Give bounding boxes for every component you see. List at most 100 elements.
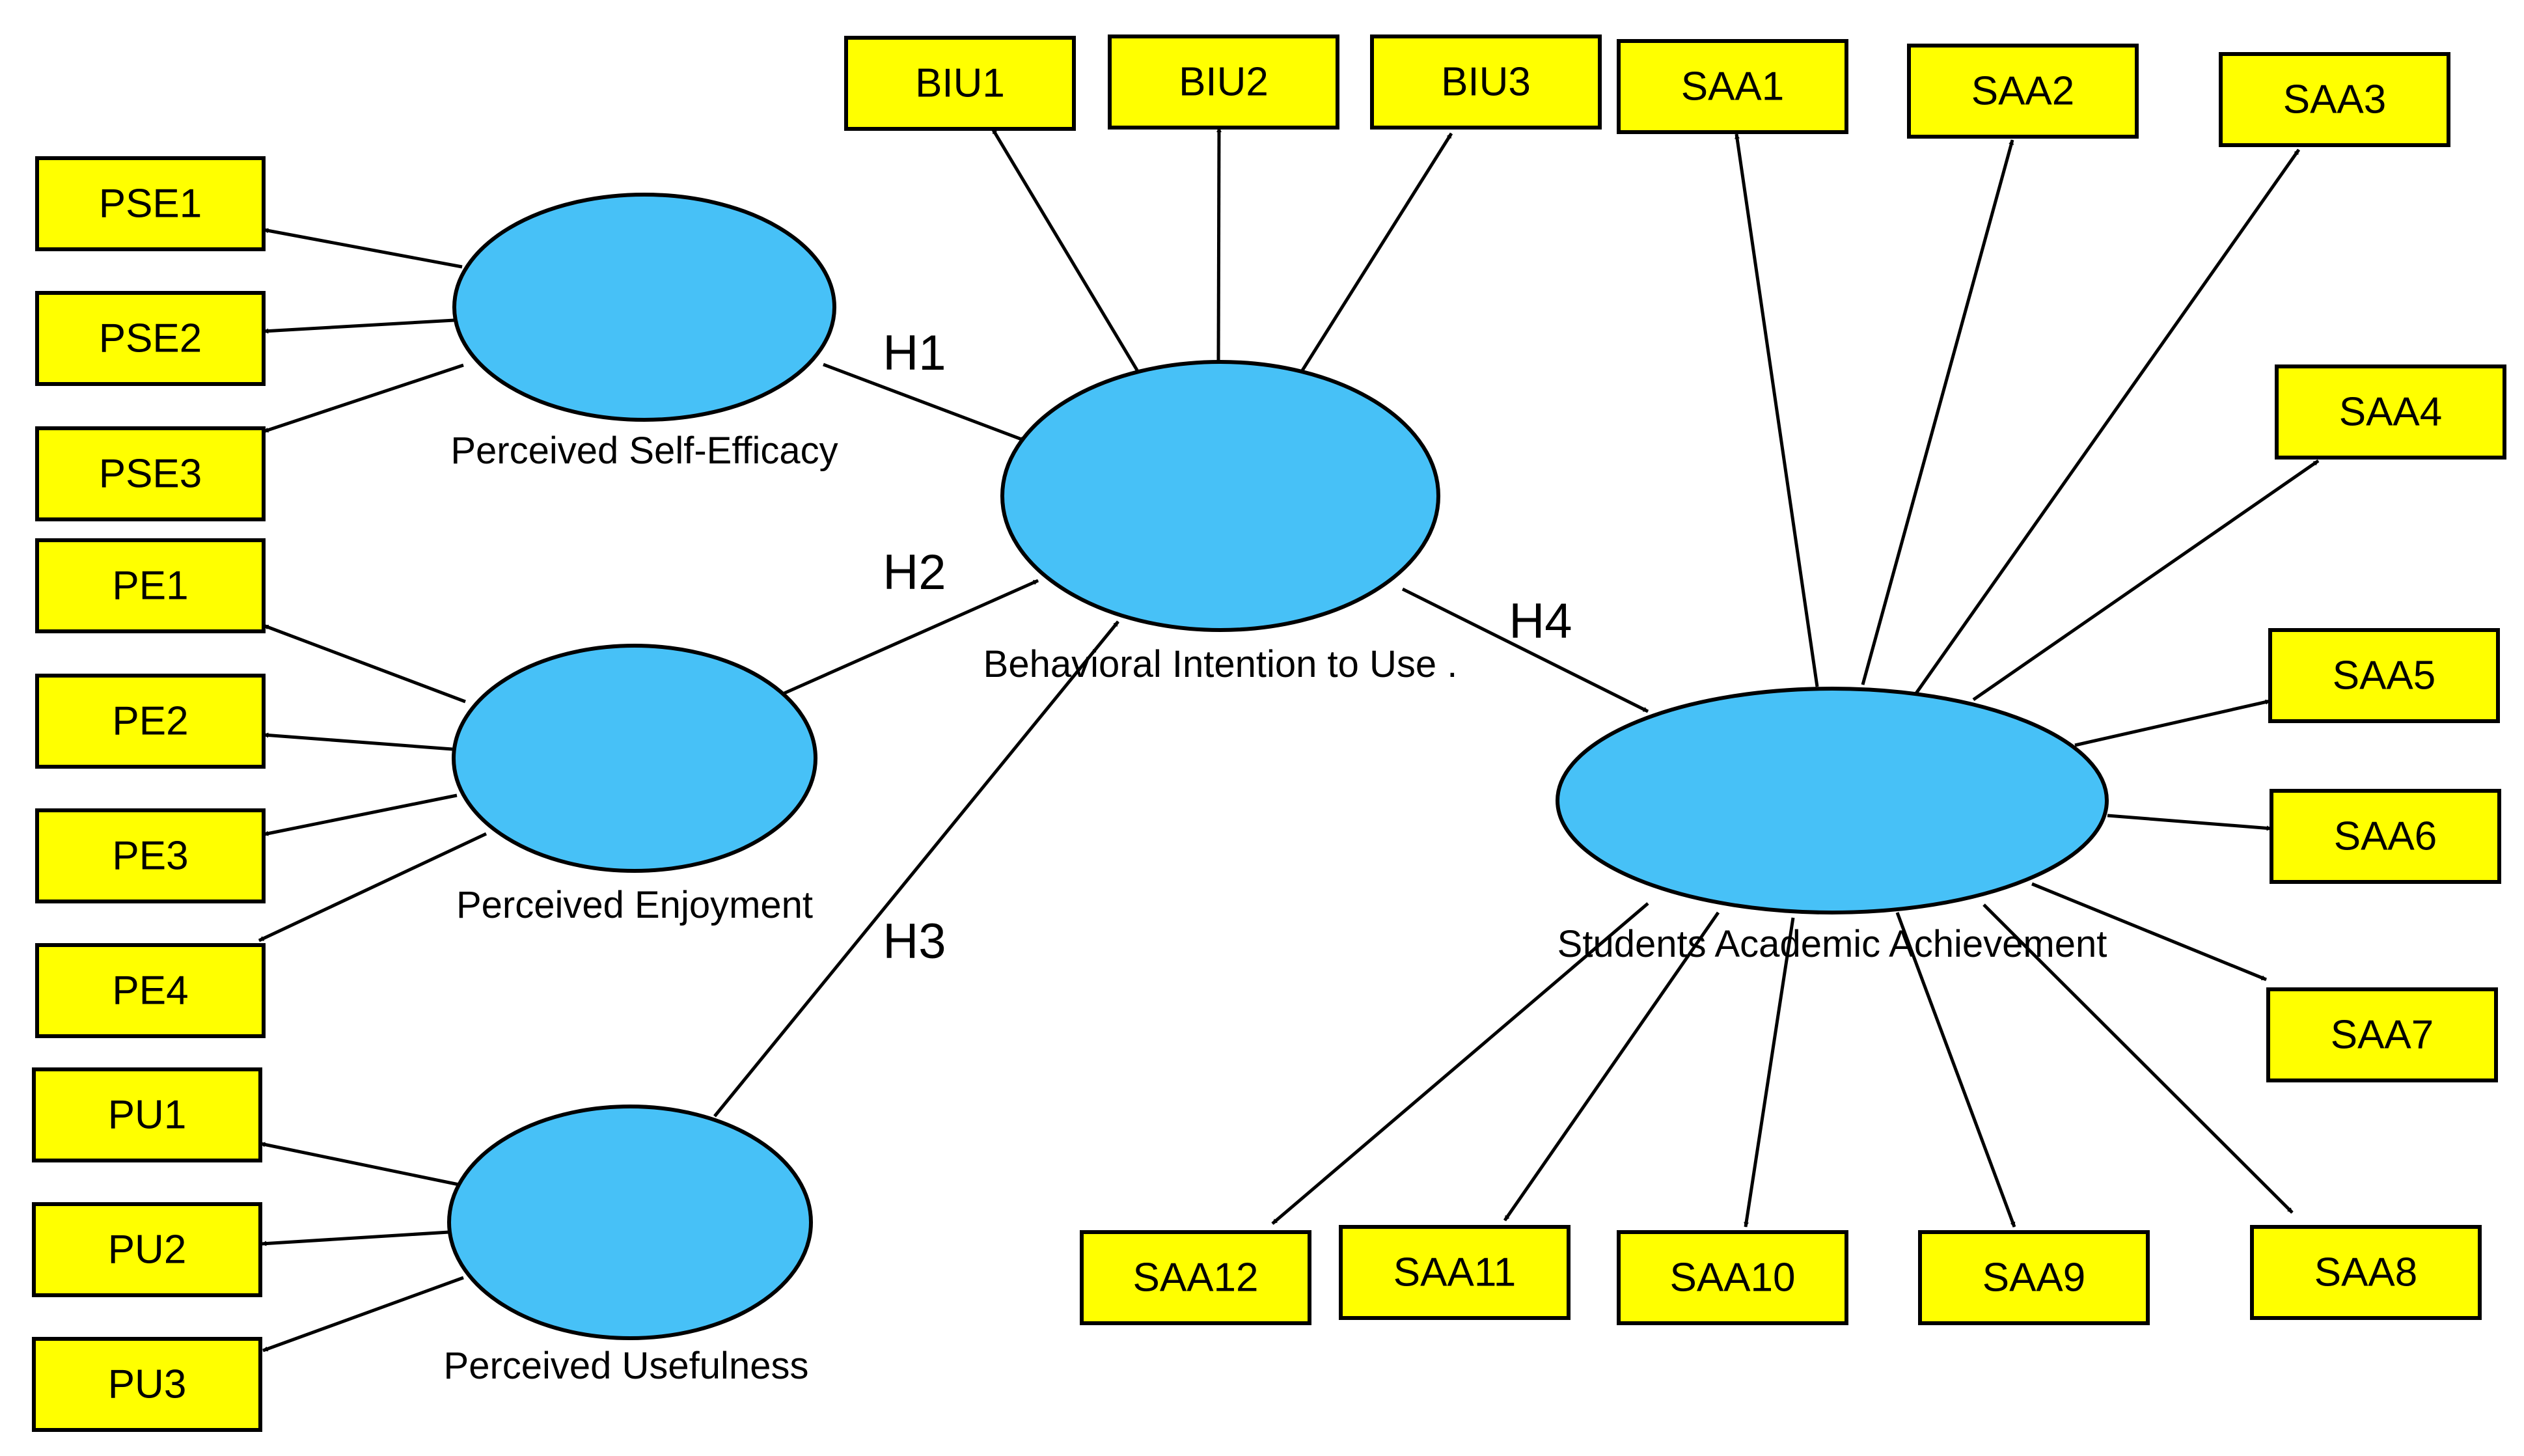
path-h2-pe-to-biu bbox=[783, 579, 1039, 695]
indicator-label: PE1 bbox=[112, 564, 188, 609]
indicator-label: BIU3 bbox=[1441, 60, 1531, 105]
indicator-biu2[interactable]: BIU2 bbox=[1108, 34, 1339, 130]
path-biu-to-biu1 bbox=[991, 128, 1142, 377]
indicator-saa3[interactable]: SAA3 bbox=[2219, 52, 2450, 147]
label-students-academic-achievement: Students Academic Achievement bbox=[1557, 923, 2107, 965]
path-pu-to-pu3 bbox=[262, 1276, 464, 1353]
construct-perceived-enjoyment[interactable] bbox=[452, 644, 817, 873]
path-saa-to-saa12 bbox=[1271, 902, 1649, 1225]
path-pe-to-pe2 bbox=[263, 732, 453, 751]
path-saa-to-saa8 bbox=[1982, 903, 2294, 1214]
indicator-saa4[interactable]: SAA4 bbox=[2275, 364, 2506, 460]
indicator-label: PU2 bbox=[108, 1228, 187, 1272]
path-pe-to-pe1 bbox=[263, 624, 466, 704]
path-saa-to-saa7 bbox=[2031, 882, 2267, 982]
indicator-saa11[interactable]: SAA11 bbox=[1339, 1225, 1571, 1320]
indicator-label: SAA5 bbox=[2333, 653, 2436, 698]
construct-labels: Perceived Self-Efficacy Perceived Enjoym… bbox=[444, 430, 2107, 1387]
path-saa-to-saa11 bbox=[1503, 911, 1720, 1222]
indicator-label: SAA7 bbox=[2331, 1013, 2434, 1058]
indicator-label: SAA12 bbox=[1132, 1256, 1258, 1300]
indicator-pe3[interactable]: PE3 bbox=[35, 808, 266, 903]
indicator-label: SAA1 bbox=[1681, 64, 1785, 109]
path-saa-to-saa10 bbox=[1744, 917, 1795, 1228]
indicator-label: BIU1 bbox=[915, 61, 1005, 106]
label-perceived-usefulness: Perceived Usefulness bbox=[444, 1345, 809, 1387]
hypothesis-label-h1: H1 bbox=[883, 325, 946, 381]
path-h3-pu-to-biu bbox=[713, 620, 1119, 1118]
connector-lines bbox=[258, 127, 2320, 1353]
path-biu-to-biu2 bbox=[1216, 127, 1222, 365]
indicator-saa2[interactable]: SAA2 bbox=[1907, 44, 2139, 139]
indicator-label: SAA9 bbox=[1982, 1256, 2086, 1300]
hypothesis-label-h4: H4 bbox=[1509, 594, 1572, 649]
label-perceived-enjoyment: Perceived Enjoyment bbox=[456, 884, 813, 926]
latent-constructs bbox=[447, 193, 2109, 1340]
indicator-label: SAA3 bbox=[2283, 77, 2387, 122]
indicator-pse2[interactable]: PSE2 bbox=[35, 291, 266, 386]
indicator-label: PE2 bbox=[112, 699, 188, 744]
hypothesis-labels: H1 H2 H3 H4 bbox=[883, 325, 1572, 969]
path-saa-to-saa5 bbox=[2074, 699, 2271, 747]
indicator-label: PE4 bbox=[112, 968, 188, 1013]
indicator-pu2[interactable]: PU2 bbox=[32, 1202, 262, 1297]
path-pe-to-pe4 bbox=[258, 832, 487, 942]
indicator-pse1[interactable]: PSE1 bbox=[35, 156, 266, 251]
indicator-label: SAA11 bbox=[1393, 1250, 1516, 1295]
indicator-label: BIU2 bbox=[1179, 60, 1269, 105]
indicator-label: SAA8 bbox=[2314, 1250, 2418, 1295]
indicator-label: PU3 bbox=[108, 1362, 187, 1407]
path-saa-to-saa3 bbox=[1913, 148, 2301, 696]
path-h1-pse-to-biu bbox=[823, 363, 1026, 443]
indicator-biu1[interactable]: BIU1 bbox=[844, 36, 1076, 131]
indicator-pu3[interactable]: PU3 bbox=[32, 1337, 262, 1432]
path-pse-to-pse3 bbox=[263, 363, 464, 433]
indicator-pe2[interactable]: PE2 bbox=[35, 674, 266, 769]
indicator-pe4[interactable]: PE4 bbox=[35, 943, 266, 1038]
path-biu-to-biu3 bbox=[1297, 132, 1453, 377]
construct-students-academic-achievement[interactable] bbox=[1556, 687, 2109, 914]
indicator-pu1[interactable]: PU1 bbox=[32, 1067, 262, 1162]
indicator-pe1[interactable]: PE1 bbox=[35, 538, 266, 633]
indicator-saa8[interactable]: SAA8 bbox=[2250, 1225, 2482, 1320]
path-saa-to-saa9 bbox=[1895, 912, 2016, 1228]
indicator-saa5[interactable]: SAA5 bbox=[2268, 628, 2500, 723]
indicator-label: SAA10 bbox=[1669, 1256, 1795, 1300]
indicator-saa6[interactable]: SAA6 bbox=[2270, 789, 2501, 884]
path-pe-to-pe3 bbox=[263, 793, 458, 836]
indicator-pse3[interactable]: PSE3 bbox=[35, 426, 266, 521]
label-perceived-self-efficacy: Perceived Self-Efficacy bbox=[450, 430, 838, 472]
path-saa-to-saa6 bbox=[2107, 814, 2272, 831]
path-saa-to-saa1 bbox=[1735, 133, 1819, 687]
indicator-saa10[interactable]: SAA10 bbox=[1617, 1230, 1848, 1325]
hypothesis-label-h2: H2 bbox=[883, 545, 946, 600]
indicator-saa12[interactable]: SAA12 bbox=[1080, 1230, 1311, 1325]
construct-behavioral-intention[interactable] bbox=[1000, 360, 1440, 632]
path-saa-to-saa4 bbox=[1972, 459, 2320, 702]
indicator-label: SAA4 bbox=[2339, 390, 2443, 435]
structural-paths bbox=[713, 363, 1649, 1118]
indicator-boxes: PSE1 PSE2 PSE3 PE1 PE2 PE3 PE4 bbox=[32, 34, 2506, 1432]
path-pu-to-pu2 bbox=[261, 1230, 450, 1246]
path-saa-to-saa2 bbox=[1861, 139, 2014, 685]
indicator-label: PU1 bbox=[108, 1093, 187, 1138]
indicator-label: PSE3 bbox=[99, 452, 202, 497]
construct-perceived-self-efficacy[interactable] bbox=[452, 193, 836, 422]
indicator-biu3[interactable]: BIU3 bbox=[1370, 34, 1602, 130]
indicator-label: PE3 bbox=[112, 834, 188, 879]
path-pse-to-pse2 bbox=[263, 318, 455, 334]
indicator-label: SAA6 bbox=[2334, 814, 2437, 859]
indicator-label: PSE1 bbox=[99, 182, 202, 227]
indicator-label: SAA2 bbox=[1971, 69, 2075, 114]
construct-perceived-usefulness[interactable] bbox=[447, 1105, 813, 1340]
hypothesis-label-h3: H3 bbox=[883, 914, 946, 969]
label-behavioral-intention: Behavioral Intention to Use . bbox=[983, 643, 1458, 685]
indicator-saa1[interactable]: SAA1 bbox=[1617, 39, 1848, 134]
path-pu-to-pu1 bbox=[260, 1142, 460, 1187]
indicator-label: PSE2 bbox=[99, 316, 202, 361]
indicator-saa7[interactable]: SAA7 bbox=[2266, 987, 2498, 1082]
indicator-saa9[interactable]: SAA9 bbox=[1918, 1230, 2150, 1325]
path-pse-to-pse1 bbox=[263, 228, 463, 269]
path-h4-biu-to-saa bbox=[1401, 587, 1649, 713]
